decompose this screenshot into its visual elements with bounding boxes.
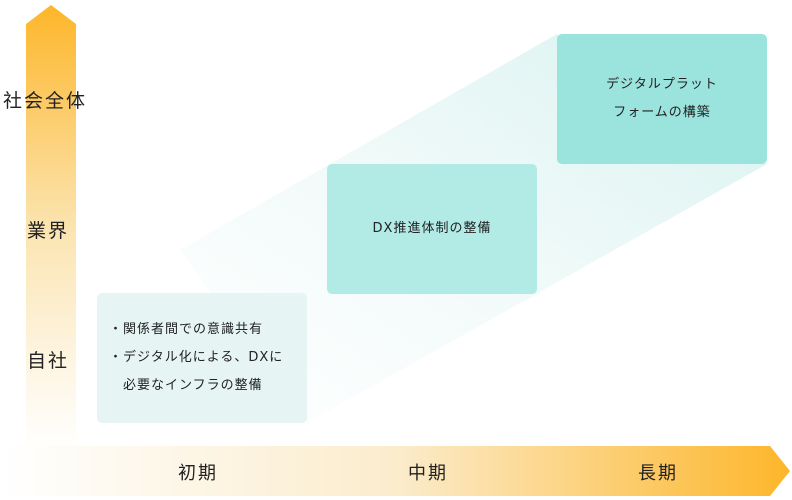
stage-text: ・デジタル化による、DXに: [109, 350, 284, 365]
stage-text: フォームの構築: [613, 105, 711, 120]
stage-box-long: デジタルプラット フォームの構築: [557, 34, 767, 164]
stage-text: デジタルプラット: [606, 77, 718, 92]
level-industry: 業界: [27, 220, 70, 242]
level-society: 社会全体: [3, 90, 88, 112]
stage-text: ・関係者間での意識共有: [109, 322, 264, 337]
level-company: 自社: [27, 350, 70, 372]
horizontal-arrow: [0, 446, 790, 496]
phase-long: 長期: [638, 463, 678, 484]
phase-early: 初期: [178, 463, 218, 484]
stage-text: 必要なインフラの整備: [109, 378, 263, 393]
stage-box-early: ・関係者間での意識共有 ・デジタル化による、DXに 必要なインフラの整備: [97, 293, 307, 423]
stage-box-mid: DX推進体制の整備: [327, 164, 537, 294]
vertical-arrow: [26, 5, 76, 450]
phase-mid: 中期: [408, 463, 448, 484]
stage-text: DX推進体制の整備: [372, 221, 492, 236]
